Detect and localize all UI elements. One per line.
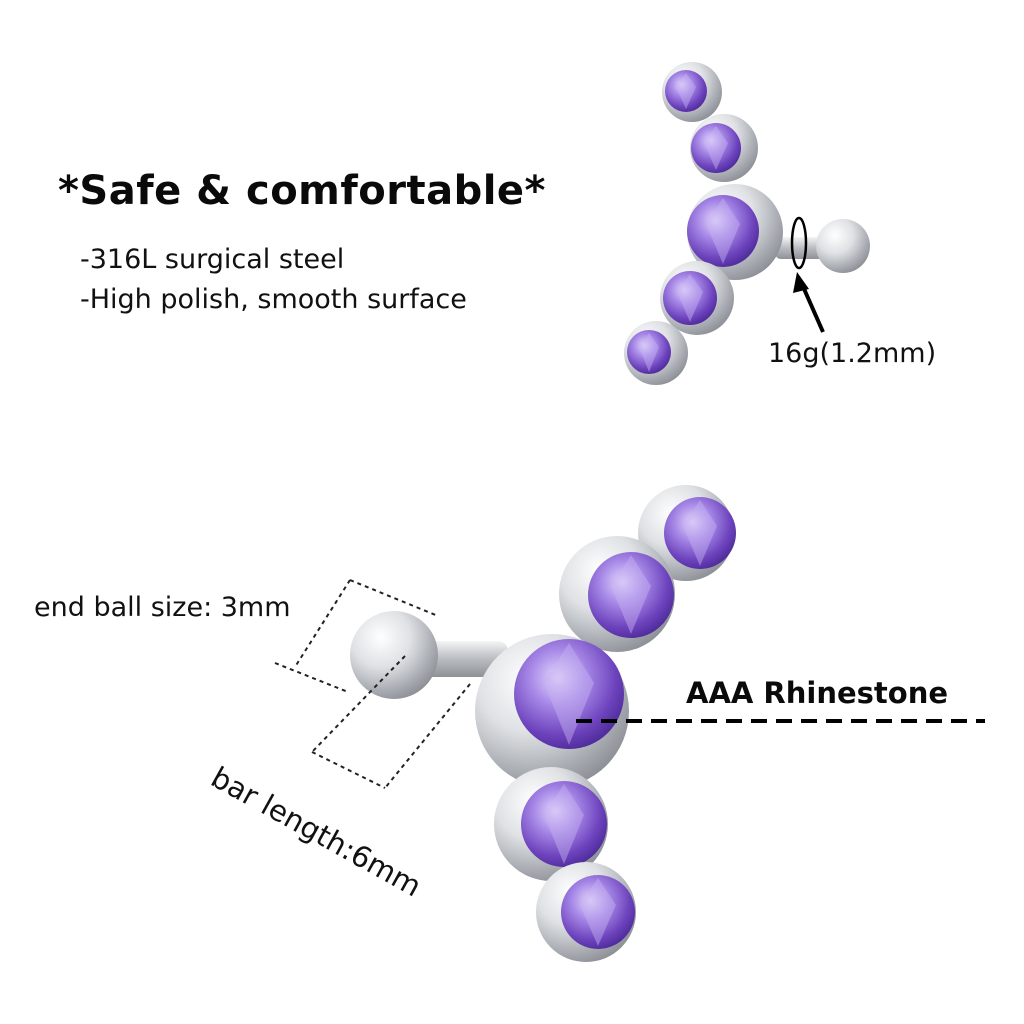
small-stone-3	[687, 184, 783, 280]
small-earring	[624, 62, 870, 385]
bar-length-dimension	[311, 655, 471, 789]
large-stone-2	[559, 536, 675, 652]
large-earring	[274, 485, 985, 962]
gauge-marker	[790, 216, 808, 270]
feature-material: -316L surgical steel	[80, 244, 345, 275]
gauge-arrow-line	[799, 281, 825, 333]
feature-finish: -High polish, smooth surface	[80, 284, 467, 315]
small-stone-1	[662, 62, 722, 122]
small-stone-5	[624, 321, 688, 385]
small-stone-4	[660, 261, 734, 335]
large-stone-1	[638, 485, 736, 581]
ball-size-label: end ball size: 3mm	[34, 592, 291, 623]
large-stone-4	[494, 767, 608, 881]
small-stone-2	[690, 114, 758, 182]
small-end-ball	[816, 219, 870, 273]
large-stone-3	[475, 634, 629, 788]
rhinestone-label: AAA Rhinestone	[686, 676, 949, 710]
headline: *Safe & comfortable*	[58, 168, 546, 214]
large-end-ball	[350, 611, 438, 699]
large-stone-5	[536, 862, 636, 962]
ball-size-dimension	[274, 579, 439, 693]
gauge-arrow-head	[793, 272, 809, 293]
gauge-label: 16g(1.2mm)	[768, 338, 937, 369]
